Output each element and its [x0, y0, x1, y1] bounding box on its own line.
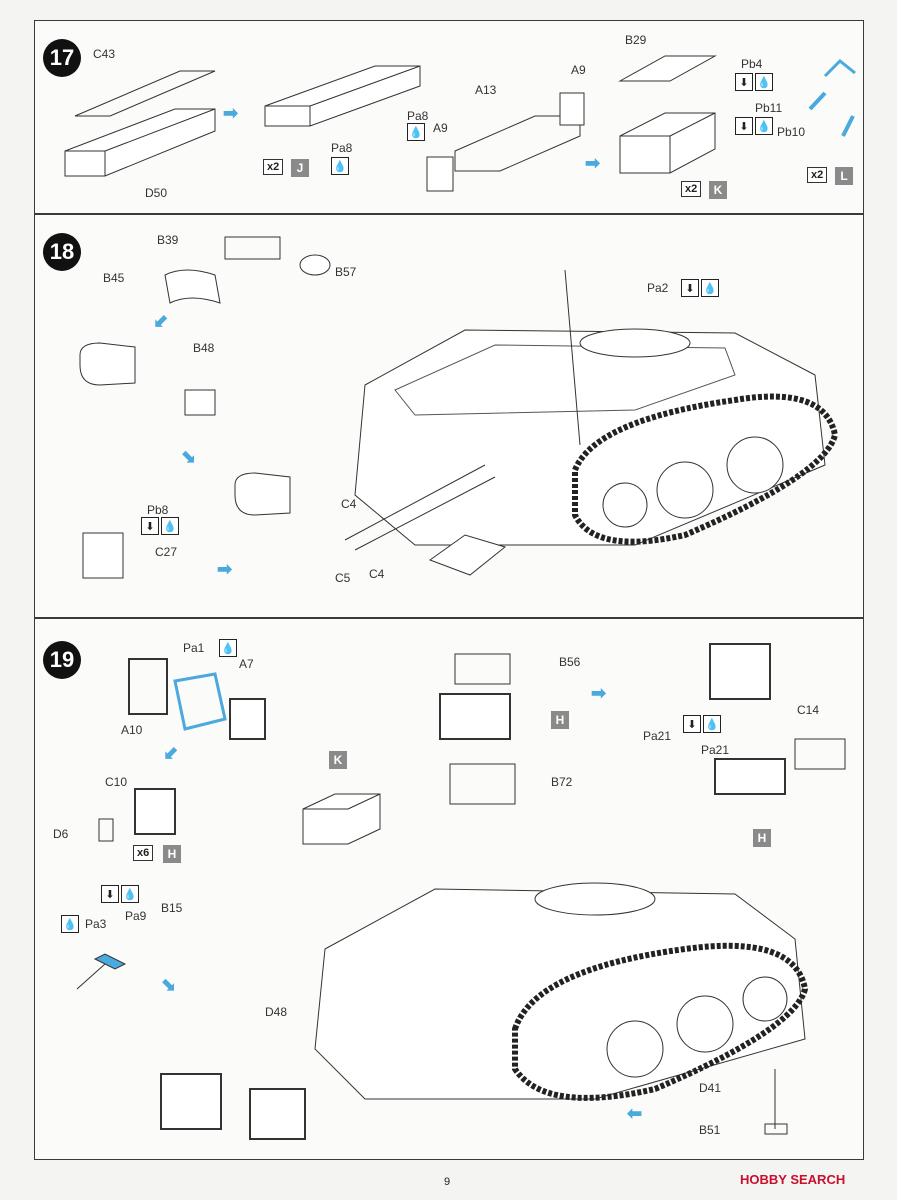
- glue-drop-icon: 💧: [219, 639, 237, 657]
- part-label: Pa3: [85, 917, 107, 931]
- part-label: Pa21: [643, 729, 672, 743]
- flow-arrow-icon: ➡: [217, 559, 233, 579]
- part-label: Pb10: [777, 125, 806, 139]
- press-down-icon: ⬇: [683, 715, 701, 733]
- subassembly-tag: K: [709, 181, 727, 199]
- part-label: Pa9: [125, 909, 147, 923]
- glue-drop-icon: 💧: [407, 123, 425, 141]
- part-label: A9: [433, 121, 448, 135]
- glue-drop-icon: 💧: [703, 715, 721, 733]
- step-18-drawing: [79, 236, 839, 579]
- press-down-icon: ⬇: [681, 279, 699, 297]
- step-19-panel: 19 Pa1 A7 A: [34, 618, 864, 1160]
- part-label: B72: [551, 775, 573, 789]
- glue-drop-icon: 💧: [701, 279, 719, 297]
- glue-drop-icon: 💧: [755, 117, 773, 135]
- step-17-panel: 17 C43 D50 Pa8 A9 A13 A9 Pa8 B29 Pb4 Pb1…: [34, 20, 864, 214]
- press-down-icon: ⬇: [101, 885, 119, 903]
- step-number: 18: [43, 233, 81, 271]
- part-label: A7: [239, 657, 254, 671]
- part-label: Pb4: [741, 57, 763, 71]
- part-label: D6: [53, 827, 69, 841]
- subassembly-tag: J: [291, 159, 309, 177]
- page-number: 9: [444, 1176, 451, 1188]
- part-label: Pb8: [147, 503, 169, 517]
- part-label: B48: [193, 341, 215, 355]
- part-label: C43: [93, 47, 116, 61]
- glue-drop-icon: 💧: [121, 885, 139, 903]
- flow-arrow-icon: ➡: [627, 1104, 643, 1124]
- part-label: B57: [335, 265, 357, 279]
- part-label: C5: [335, 571, 351, 585]
- subassembly-tag: H: [753, 829, 771, 847]
- glue-drop-icon: 💧: [755, 73, 773, 91]
- step-18-panel: 18 B39 B45 B57 B48 Pa2 Pb8 C27 C4 C5 C4 …: [34, 214, 864, 618]
- step-17-drawing: [64, 55, 856, 192]
- glue-drop-icon: 💧: [161, 517, 179, 535]
- subassembly-tag: L: [835, 167, 853, 185]
- part-label: C14: [797, 703, 820, 717]
- part-label: Pa8: [331, 141, 353, 155]
- part-label: D41: [699, 1081, 722, 1095]
- part-label: B45: [103, 271, 125, 285]
- step-number: 17: [43, 39, 81, 77]
- part-label: A9: [571, 63, 586, 77]
- part-label: Pb11: [755, 101, 783, 115]
- multiplier-badge: x2: [807, 167, 828, 183]
- glue-drop-icon: 💧: [61, 915, 79, 933]
- part-label: C27: [155, 545, 178, 559]
- subassembly-tag: K: [329, 751, 347, 769]
- part-label: Pa1: [183, 641, 205, 655]
- watermark: HOBBY SEARCH: [740, 1172, 845, 1187]
- part-label: B29: [625, 33, 647, 47]
- multiplier-badge: x6: [133, 845, 154, 861]
- part-label: B39: [157, 233, 179, 247]
- multiplier-badge: x2: [263, 159, 284, 175]
- part-label: C10: [105, 775, 128, 789]
- subassembly-tag: H: [163, 845, 181, 863]
- press-down-icon: ⬇: [141, 517, 159, 535]
- part-label: C4: [369, 567, 385, 581]
- part-label: B51: [699, 1123, 721, 1137]
- part-label: Pa8: [407, 109, 429, 123]
- part-label: D48: [265, 1005, 288, 1019]
- part-label: D50: [145, 186, 168, 200]
- part-label: A10: [121, 723, 143, 737]
- part-label: Pa21: [701, 743, 730, 757]
- press-down-icon: ⬇: [735, 73, 753, 91]
- multiplier-badge: x2: [681, 181, 702, 197]
- part-label: A13: [475, 83, 497, 97]
- flow-arrow-icon: ➡: [223, 103, 239, 123]
- part-label: C4: [341, 497, 357, 511]
- part-label: Pa2: [647, 281, 669, 295]
- flow-arrow-icon: ➡: [585, 153, 601, 173]
- part-label: B15: [161, 901, 183, 915]
- press-down-icon: ⬇: [735, 117, 753, 135]
- subassembly-tag: H: [551, 711, 569, 729]
- step-number: 19: [43, 641, 81, 679]
- step-19-drawing: [76, 643, 846, 1140]
- part-label: B56: [559, 655, 581, 669]
- flow-arrow-icon: ➡: [591, 683, 607, 703]
- glue-drop-icon: 💧: [331, 157, 349, 175]
- watermark-text: HOBBY SEARCH: [740, 1172, 846, 1187]
